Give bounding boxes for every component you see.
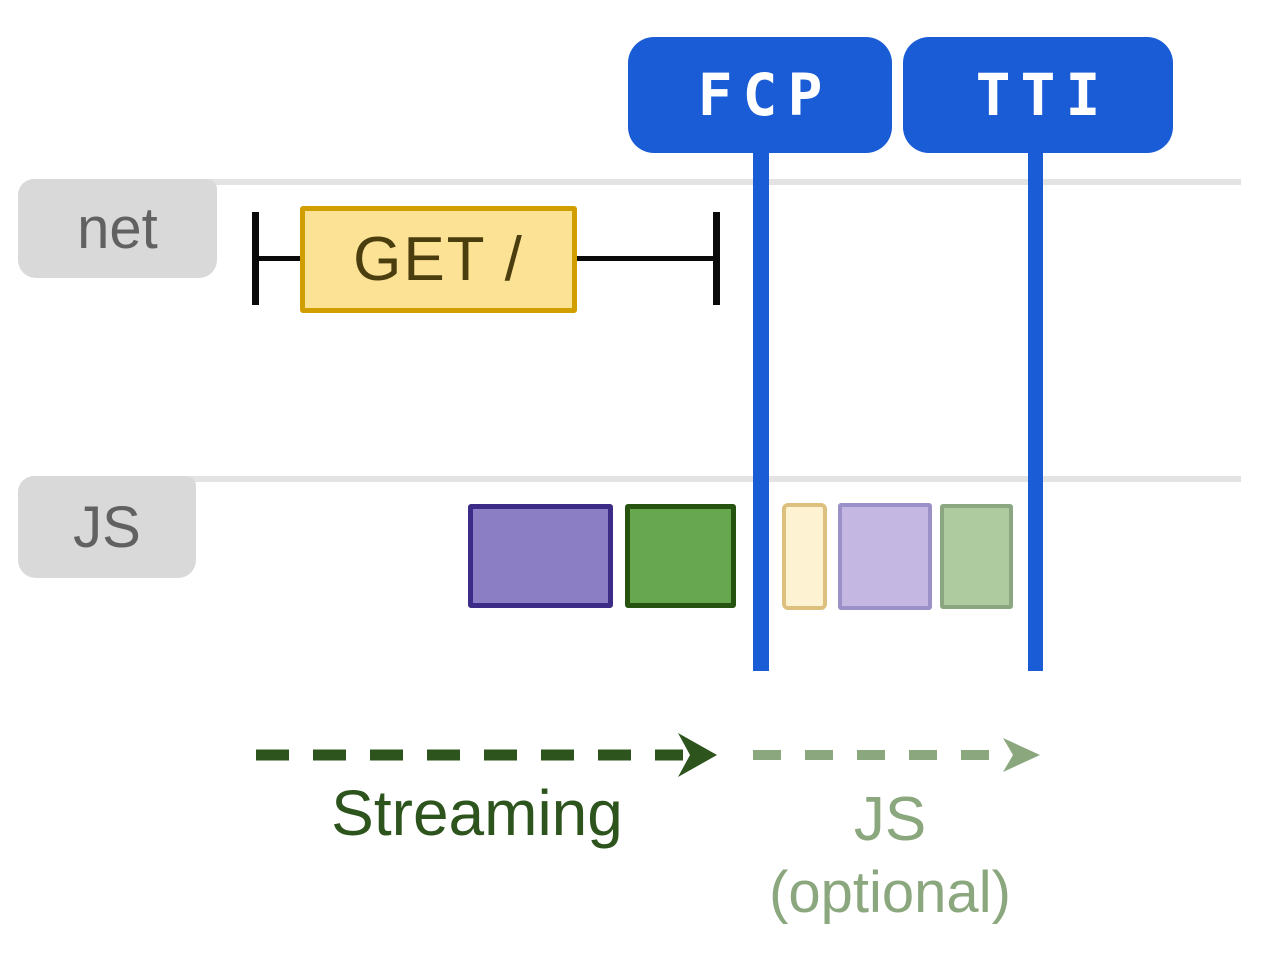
tti-badge: TTI	[903, 37, 1173, 153]
get-request-box: GET /	[300, 206, 577, 313]
net-lane-line	[200, 179, 1241, 185]
js-task-yellow-faded	[782, 503, 827, 610]
get-request-label: GET /	[353, 225, 524, 294]
fcp-marker-line	[753, 150, 769, 671]
request-end-tick	[713, 212, 720, 305]
js-task-green-solid	[625, 504, 736, 608]
streaming-caption: Streaming	[331, 777, 623, 849]
js-optional-caption-line2: (optional)	[769, 859, 1011, 925]
net-lane-label-text: net	[77, 196, 158, 261]
js-lane-line	[180, 476, 1241, 482]
js-task-green-faded	[940, 504, 1013, 609]
fcp-badge-label: FCP	[697, 61, 833, 129]
js-task-purple-faded	[838, 503, 932, 610]
tti-badge-label: TTI	[975, 61, 1111, 129]
streaming-arrow-icon	[256, 733, 717, 777]
tti-marker-line	[1028, 150, 1043, 671]
js-task-purple-solid	[468, 504, 613, 608]
js-optional-caption-line1: JS	[853, 785, 927, 854]
js-optional-arrow-icon	[753, 738, 1040, 772]
net-lane-label: net	[18, 179, 217, 278]
js-optional-caption: JS (optional)	[740, 782, 1040, 928]
fcp-badge: FCP	[628, 37, 892, 153]
js-lane-label: JS	[18, 476, 196, 578]
request-start-tick	[252, 212, 259, 305]
js-lane-label-text: JS	[73, 494, 141, 560]
